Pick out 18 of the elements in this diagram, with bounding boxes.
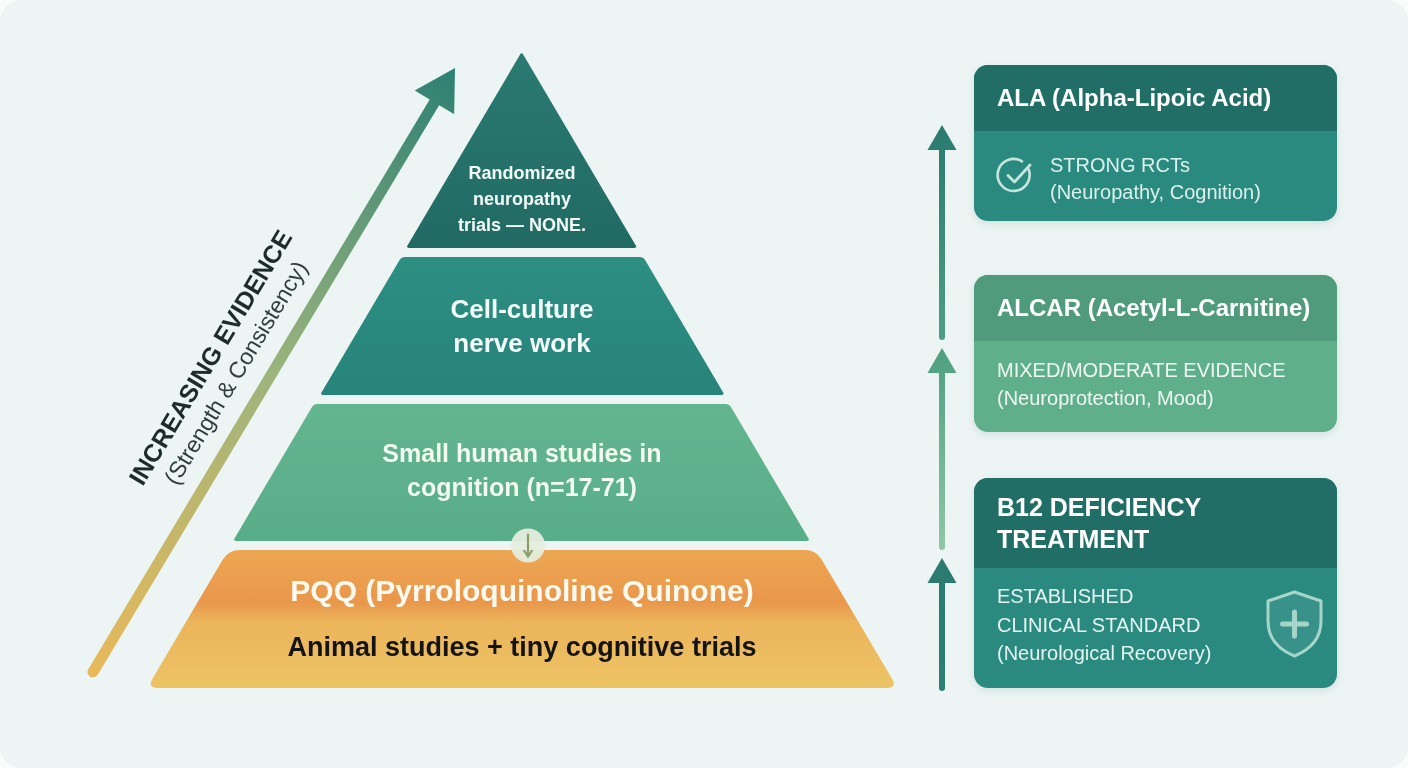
evidence-card <box>974 65 1337 221</box>
evidence-card <box>974 478 1337 688</box>
tier-label: Cell-culture nerve work <box>449 293 595 360</box>
card-title-bar: B12 DEFICIENCY TREATMENT <box>974 478 1337 568</box>
pyramid-tier <box>406 52 638 248</box>
tier-label: Animal studies + tiny cognitive trials <box>286 631 758 664</box>
card-title-bar: ALA (Alpha-Lipoic Acid) <box>974 65 1337 131</box>
card-description: ESTABLISHED CLINICAL STANDARD (Neurological Recovery) <box>997 584 1213 666</box>
tier-label: Randomized neuropathy trials — NONE. <box>456 162 587 237</box>
pyramid-tier <box>319 257 725 395</box>
pyramid-tier <box>233 404 811 541</box>
arrow <box>511 528 545 563</box>
card-title-bar: ALCAR (Acetyl-L-Carnitine) <box>974 275 1337 341</box>
evidence-card <box>974 275 1337 432</box>
card-description: MIXED/MODERATE EVIDENCE (Neuroprotection, Mood) <box>997 358 1287 411</box>
card-description: STRONG RCTs (Neuropathy, Cognition) <box>1050 153 1262 205</box>
tier-heading: PQQ (Pyrroloquinoline Quinone) <box>289 573 755 609</box>
tier-label: Small human studies in cognition (n=17-71) <box>381 438 663 503</box>
